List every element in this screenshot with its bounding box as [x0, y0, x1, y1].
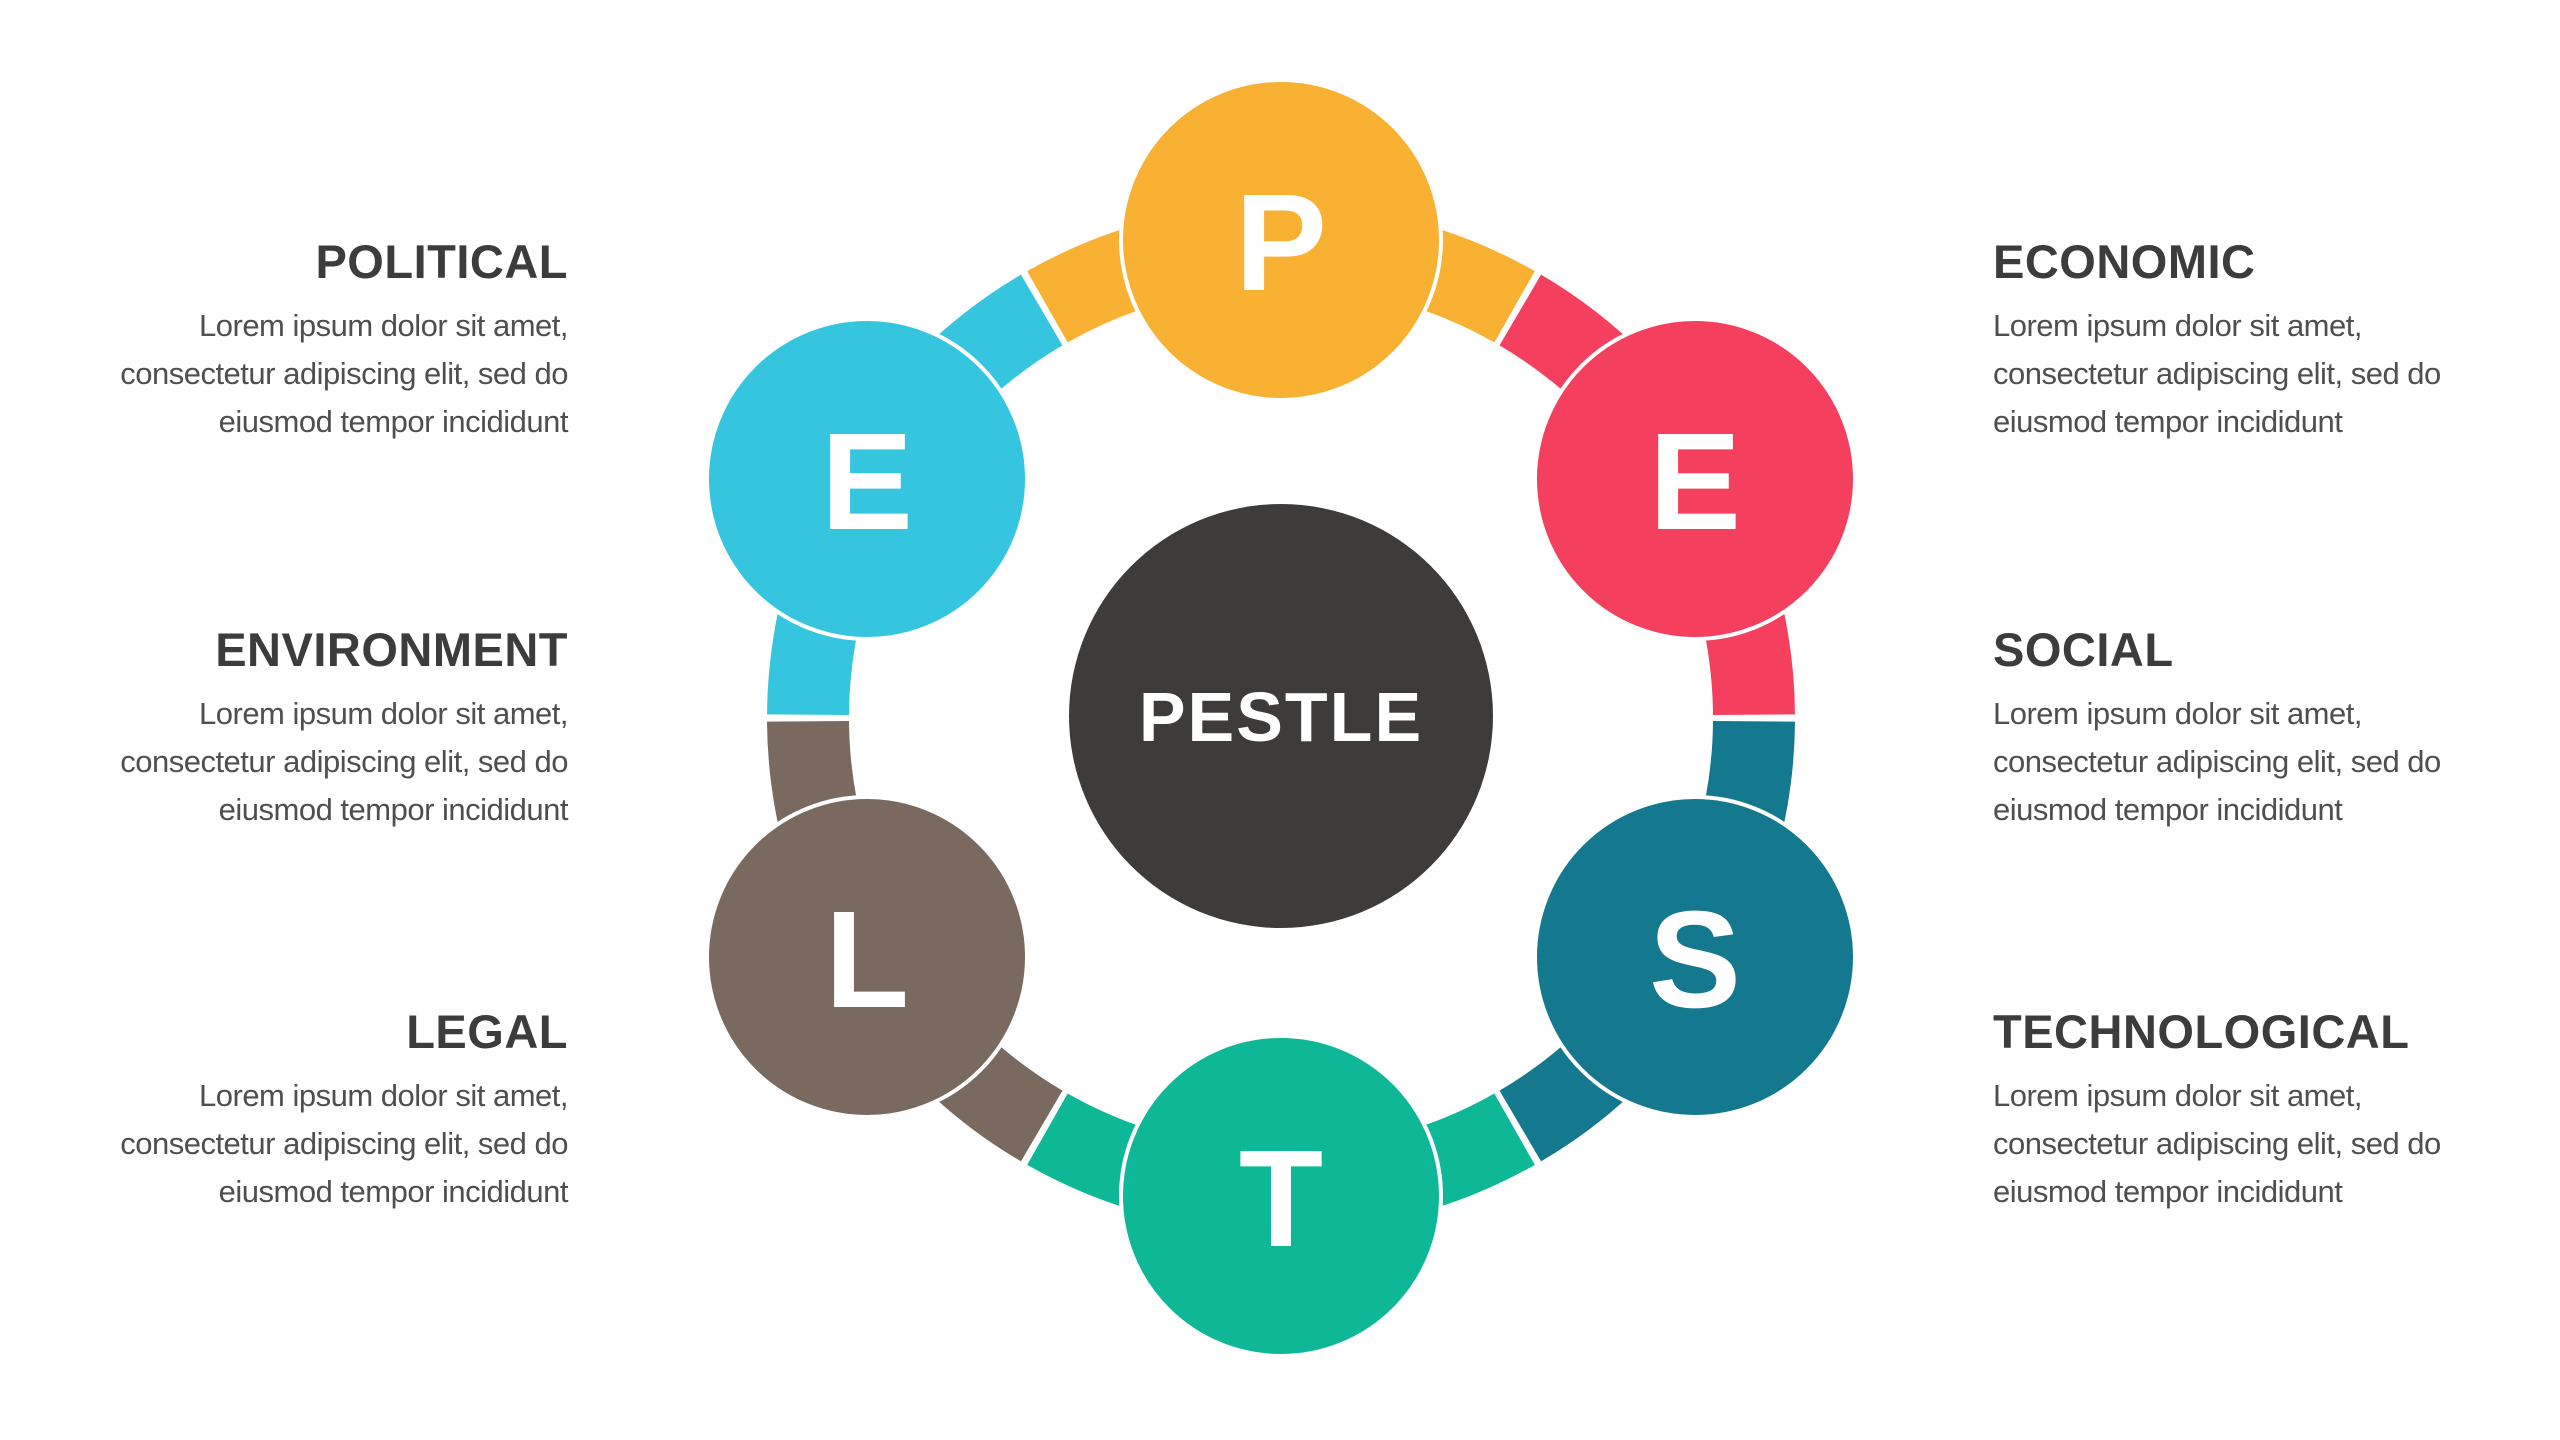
- panel-technological-body: Lorem ipsum dolor sit amet, consectetur …: [1993, 1078, 2441, 1209]
- panel-social-heading: SOCIAL: [1993, 623, 2174, 676]
- panel-economic: ECONOMIC Lorem ipsum dolor sit amet, con…: [1993, 234, 2553, 446]
- panel-technological-heading: TECHNOLOGICAL: [1993, 1005, 2410, 1058]
- circle-social: [1533, 795, 1857, 1119]
- center-circle: [1069, 504, 1493, 928]
- letter-economic: E: [1649, 405, 1741, 559]
- panel-legal-body: Lorem ipsum dolor sit amet, consectetur …: [120, 1078, 568, 1209]
- circle-economic: [1533, 317, 1857, 641]
- panel-political-heading: POLITICAL: [315, 235, 568, 288]
- circle-legal: [705, 795, 1029, 1119]
- panel-legal-heading: LEGAL: [406, 1005, 568, 1058]
- letter-political: P: [1235, 166, 1327, 320]
- letter-legal: L: [825, 883, 909, 1037]
- letter-environment: E: [821, 405, 913, 559]
- letter-social: S: [1649, 883, 1741, 1037]
- circle-political: [1119, 78, 1443, 402]
- letter-technological: T: [1239, 1122, 1323, 1276]
- panel-environment: ENVIRONMENT Lorem ipsum dolor sit amet, …: [8, 622, 568, 834]
- circle-environment: [705, 317, 1029, 641]
- center-label: PESTLE: [1139, 678, 1423, 756]
- panel-technological: TECHNOLOGICAL Lorem ipsum dolor sit amet…: [1993, 1004, 2553, 1216]
- panel-political: POLITICAL Lorem ipsum dolor sit amet, co…: [8, 234, 568, 446]
- circle-technological: [1119, 1034, 1443, 1358]
- panel-political-body: Lorem ipsum dolor sit amet, consectetur …: [120, 308, 568, 439]
- panel-environment-heading: ENVIRONMENT: [215, 623, 568, 676]
- panel-economic-body: Lorem ipsum dolor sit amet, consectetur …: [1993, 308, 2441, 439]
- panel-legal: LEGAL Lorem ipsum dolor sit amet, consec…: [8, 1004, 568, 1216]
- factor-letters: P E S T L E: [821, 166, 1741, 1276]
- panel-social: SOCIAL Lorem ipsum dolor sit amet, conse…: [1993, 622, 2553, 834]
- panel-social-body: Lorem ipsum dolor sit amet, consectetur …: [1993, 696, 2441, 827]
- panel-economic-heading: ECONOMIC: [1993, 235, 2256, 288]
- panel-environment-body: Lorem ipsum dolor sit amet, consectetur …: [120, 696, 568, 827]
- factor-circles: [705, 78, 1857, 1358]
